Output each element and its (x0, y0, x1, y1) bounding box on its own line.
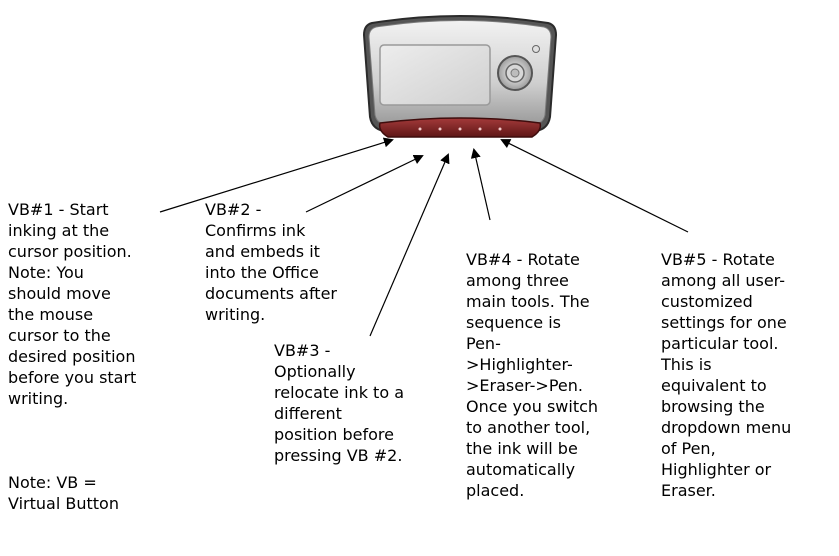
vb4-description: VB#4 - Rotate among three main tools. Th… (466, 250, 599, 500)
power-button-icon (532, 45, 540, 53)
vb5-description: VB#5 - Rotate among all user- customized… (661, 250, 792, 500)
device-illustration (360, 5, 560, 165)
virtual-button-footnote: Note: VB = Virtual Button (8, 473, 119, 513)
vb4-dot (478, 127, 482, 131)
vb1-description: VB#1 - Start inking at the cursor positi… (8, 200, 137, 408)
vb3-dot (458, 127, 462, 131)
vb2-description: VB#2 - Confirms ink and embeds it into t… (205, 200, 337, 324)
device-screen (379, 44, 491, 106)
vb5-dot (498, 127, 502, 131)
vb2-dot (438, 127, 442, 131)
device-svg (362, 15, 558, 138)
vb3-arrow (369, 153, 450, 337)
vb1-dot (418, 127, 422, 131)
vb3-description: VB#3 - Optionally relocate ink to a diff… (274, 341, 404, 465)
